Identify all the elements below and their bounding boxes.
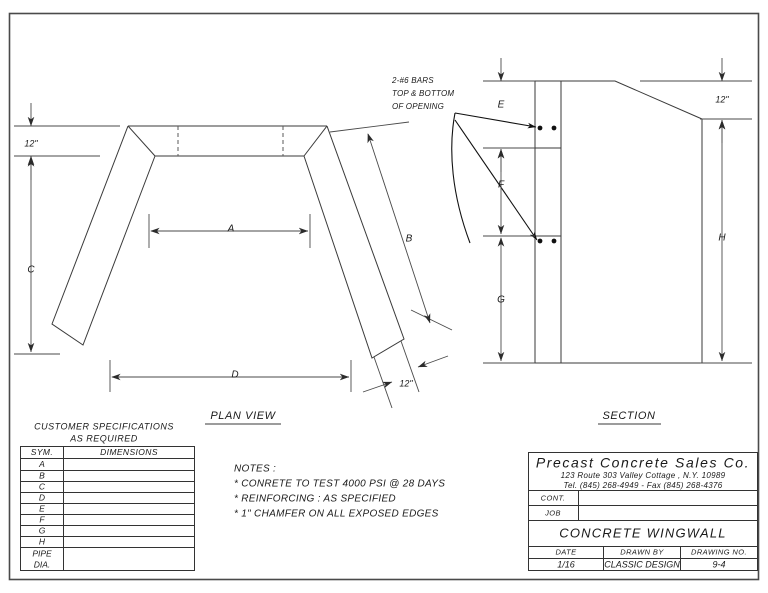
- spec-value-g[interactable]: [64, 525, 194, 536]
- drawn-by-label: DRAWN BY: [620, 547, 664, 556]
- rebar-dots-bottom: [537, 238, 557, 244]
- spec-row-sym-pipe-line2: DIA.: [34, 559, 51, 569]
- drawn-by-value: CLASSIC DESIGN: [604, 559, 680, 569]
- drawing-no-label: DRAWING NO.: [691, 547, 747, 556]
- plan-a-label: A: [227, 224, 235, 235]
- spec-row-sym-g: G: [39, 525, 46, 535]
- spec-row-sym-h: H: [39, 536, 46, 546]
- spec-value-d[interactable]: [64, 492, 194, 503]
- spec-table-title-line1: CUSTOMER SPECIFICATIONS: [34, 421, 174, 431]
- spec-header-dimensions: DIMENSIONS: [100, 447, 158, 457]
- company-contact: Tel. (845) 268-4949 - Fax (845) 268-4376: [564, 481, 723, 490]
- cont-value-field[interactable]: [579, 491, 757, 505]
- spec-row-sym-d: D: [39, 492, 45, 502]
- callout-line-2: TOP & BOTTOM: [392, 89, 454, 98]
- plan-end-thickness-label: 12": [399, 378, 413, 388]
- spec-row-sym-pipe-line1: PIPE: [32, 548, 52, 558]
- plan-thickness-label: 12": [24, 138, 38, 148]
- section-h-label: H: [718, 233, 726, 244]
- sheet-border: [8, 12, 760, 581]
- company-address: 123 Route 303 Valley Cottage , N.Y. 1098…: [561, 471, 726, 480]
- dim-plan-b: B: [329, 121, 453, 331]
- section-f-label: F: [498, 180, 505, 191]
- spec-row-sym-e: E: [39, 503, 45, 513]
- note-item-1: * CONRETE TO TEST 4000 PSI @ 28 DAYS: [234, 479, 445, 490]
- section-thickness-label: 12": [715, 94, 729, 104]
- section-view-label: SECTION: [602, 410, 655, 422]
- drawing-no-value: 9-4: [712, 559, 725, 569]
- spec-value-f[interactable]: [64, 514, 194, 525]
- spec-row-sym-c: C: [39, 481, 46, 491]
- title-block: Precast Concrete Sales Co. 123 Route 303…: [528, 452, 758, 571]
- notes-heading: NOTES :: [234, 464, 276, 475]
- spec-header-sym: SYM.: [31, 447, 53, 457]
- rebar-dots-top: [537, 125, 557, 131]
- spec-value-pipe-dia[interactable]: [64, 547, 194, 570]
- dim-plan-c: C: [14, 157, 60, 355]
- dim-section-h: H: [700, 120, 752, 364]
- drawing-title: CONCRETE WINGWALL: [559, 525, 727, 540]
- spec-value-b[interactable]: [64, 470, 194, 481]
- plan-view-label: PLAN VIEW: [210, 410, 276, 422]
- plan-c-label: C: [27, 265, 35, 276]
- job-label: JOB: [544, 508, 561, 517]
- wingwall-plan-outline: [51, 125, 405, 359]
- plan-view-label-group: PLAN VIEW: [205, 410, 281, 425]
- spec-row-sym-f: F: [39, 514, 45, 524]
- dim-section-g: G: [483, 237, 535, 364]
- spec-value-a[interactable]: [64, 459, 194, 470]
- dim-plan-thickness: 12": [14, 103, 120, 180]
- spec-value-e[interactable]: [64, 503, 194, 514]
- date-value: 1/16: [557, 559, 575, 569]
- wingwall-section-outline: [534, 80, 703, 364]
- note-item-2: * REINFORCING : AS SPECIFIED: [234, 494, 396, 505]
- dim-section-e: E: [483, 58, 535, 172]
- notes-block: NOTES : * CONRETE TO TEST 4000 PSI @ 28 …: [234, 464, 445, 520]
- dim-plan-a: A: [148, 214, 311, 248]
- dim-section-thickness: 12": [640, 58, 752, 143]
- note-item-3: * 1" CHAMFER ON ALL EXPOSED EDGES: [234, 509, 439, 520]
- spec-table-title-line2: AS REQUIRED: [69, 433, 138, 443]
- rebar-callout-leaders: [451, 112, 538, 244]
- dim-section-f: F: [483, 149, 535, 237]
- section-view-label-group: SECTION: [598, 410, 661, 425]
- spec-row-sym-b: B: [39, 470, 45, 480]
- dim-plan-end-thickness: 12": [362, 340, 449, 409]
- spec-value-h[interactable]: [64, 536, 194, 547]
- job-value-field[interactable]: [579, 506, 757, 520]
- plan-view-group: 12" C A B: [14, 103, 453, 425]
- spec-value-c[interactable]: [64, 481, 194, 492]
- cont-label: CONT.: [541, 493, 566, 502]
- section-e-label: E: [498, 100, 505, 111]
- section-g-label: G: [497, 295, 505, 306]
- callout-line-3: OF OPENING: [392, 102, 444, 111]
- rebar-callout-text: 2-#6 BARS TOP & BOTTOM OF OPENING: [391, 76, 454, 111]
- date-label: DATE: [555, 547, 577, 556]
- spec-row-sym-a: A: [38, 459, 45, 469]
- section-view-group: 2-#6 BARS TOP & BOTTOM OF OPENING E F: [391, 58, 752, 425]
- dim-plan-d: D: [109, 360, 352, 392]
- plan-b-label: B: [406, 234, 413, 245]
- company-name: Precast Concrete Sales Co.: [536, 455, 750, 471]
- plan-d-label: D: [231, 370, 238, 381]
- callout-line-1: 2-#6 BARS: [391, 76, 434, 85]
- customer-spec-table: CUSTOMER SPECIFICATIONS AS REQUIRED SYM.…: [20, 421, 195, 571]
